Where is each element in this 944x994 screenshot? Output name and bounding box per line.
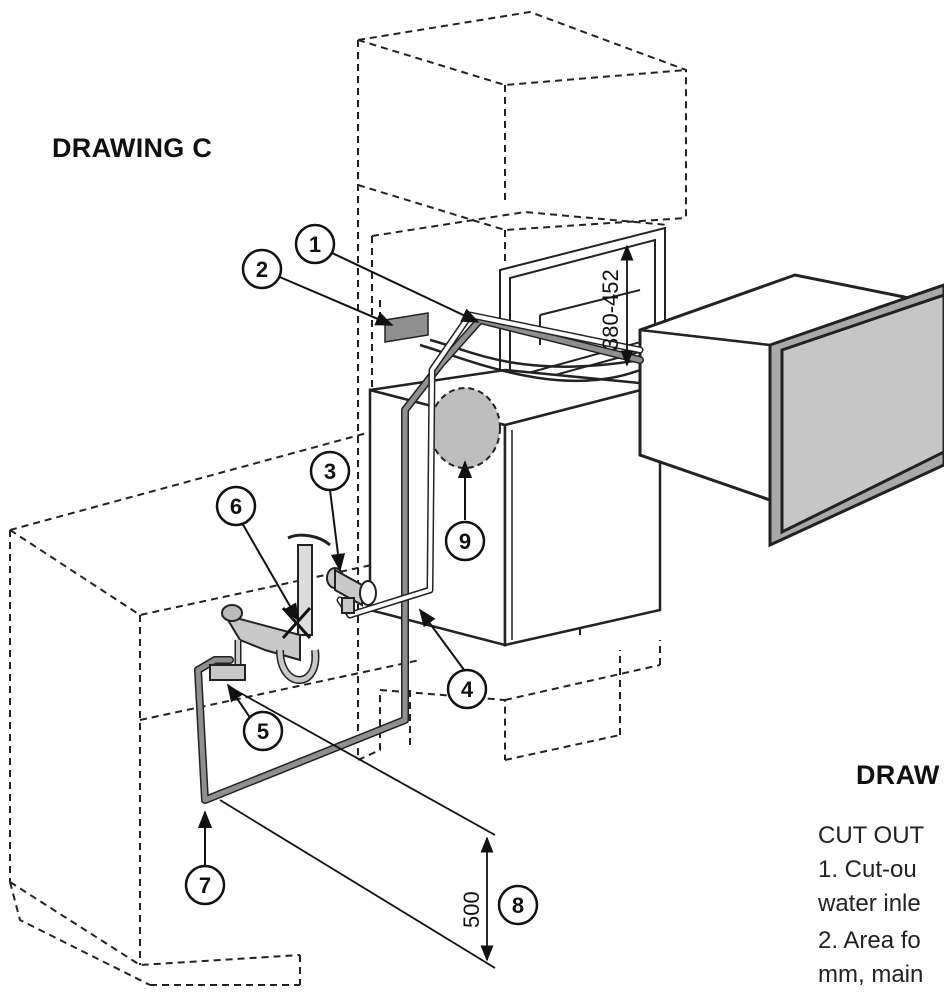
oven-cabinet [368, 368, 662, 647]
floor-dimension-lines [219, 689, 496, 969]
floor-height-label: 500 [459, 891, 484, 928]
leader-lines [197, 251, 480, 868]
callout-1-label: 1 [309, 232, 321, 257]
note-line-2: water inle [818, 890, 921, 917]
steam-drawer-appliance [638, 273, 944, 548]
cut-out-heading: CUT OUT [818, 822, 925, 849]
siphon-trap [209, 533, 332, 684]
note-line-4: mm, main [818, 961, 924, 988]
junction-box [384, 312, 429, 343]
callout-2: 2 [241, 248, 283, 290]
drawing-c-title: DRAWING C [52, 133, 213, 163]
callout-9-label: 9 [459, 529, 471, 554]
electrical-connection-area [429, 387, 501, 469]
callout-6: 6 [215, 485, 257, 527]
callout-7: 7 [184, 864, 226, 906]
callout-3-label: 3 [324, 459, 336, 484]
callout-2-label: 2 [256, 257, 268, 282]
callout-3: 3 [309, 450, 351, 492]
callout-4: 4 [446, 668, 488, 710]
tall-cabinet-outline [357, 10, 687, 761]
callout-5: 5 [242, 710, 284, 752]
callout-1: 1 [294, 223, 336, 265]
note-line-1: 1. Cut-ou [818, 856, 917, 883]
callout-9: 9 [444, 520, 486, 562]
callout-4-label: 4 [461, 677, 474, 702]
niche-height-text: 380-452 [598, 269, 623, 350]
floor-height-text: 500 [459, 891, 484, 928]
callout-8: 8 [497, 884, 539, 926]
callout-5-label: 5 [257, 719, 269, 744]
niche-height-label: 380-452 [598, 269, 623, 350]
callout-8-label: 8 [512, 893, 524, 918]
water-tap [326, 567, 377, 614]
drawing-d-title-partial: DRAW [856, 760, 940, 790]
callout-6-label: 6 [230, 494, 242, 519]
note-line-3: 2. Area fo [818, 927, 921, 954]
callout-7-label: 7 [199, 873, 211, 898]
